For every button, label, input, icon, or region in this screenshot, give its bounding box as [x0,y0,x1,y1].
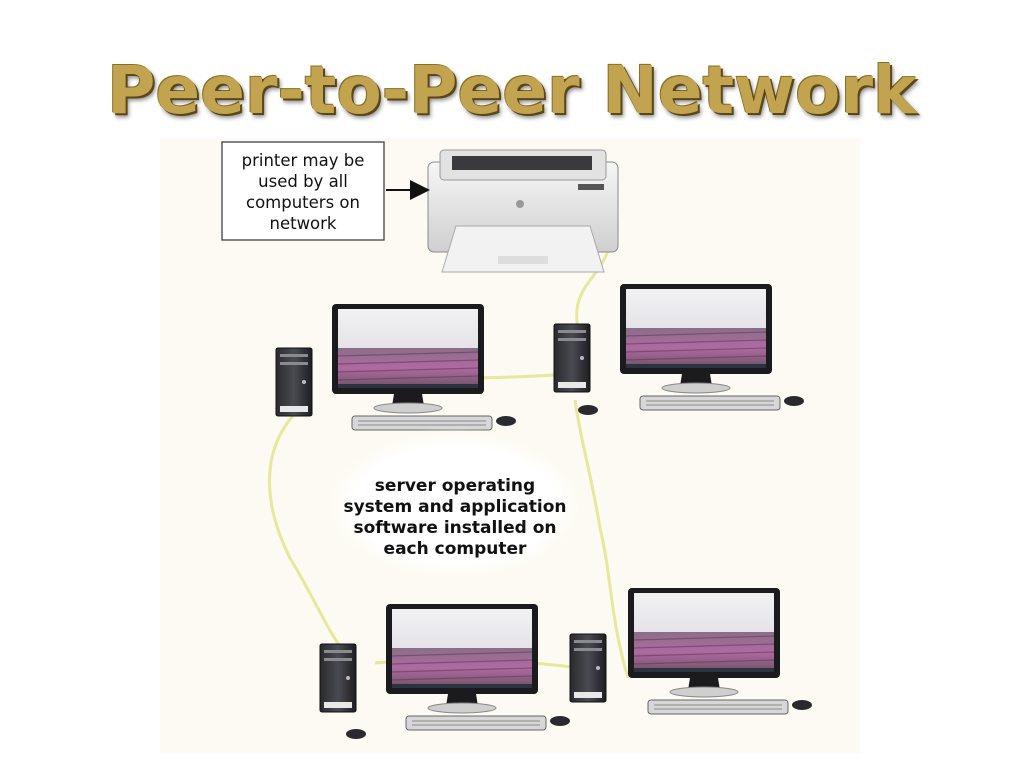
printer-callout-line-4: network [269,214,336,233]
software-callout-line-4: each computer [384,539,527,559]
printer-callout-line-1: printer may be [242,151,365,170]
network-diagram: printer may be used by all computers on … [160,138,860,753]
slide-title: Peer-to-Peer Network [107,52,917,129]
software-callout-line-3: software installed on [353,518,556,538]
printer-callout-line-2: used by all [258,172,348,191]
printer-callout-line-3: computers on [246,193,360,212]
printer-callout: printer may be used by all computers on … [221,141,430,241]
desktop-computer-icon [319,603,571,739]
desktop-computer-icon [553,283,805,415]
software-callout-line-1: server operating [375,476,535,496]
printer-icon [427,149,619,273]
software-callout: server operating system and application … [320,427,590,583]
software-callout-line-2: system and application [343,497,566,517]
